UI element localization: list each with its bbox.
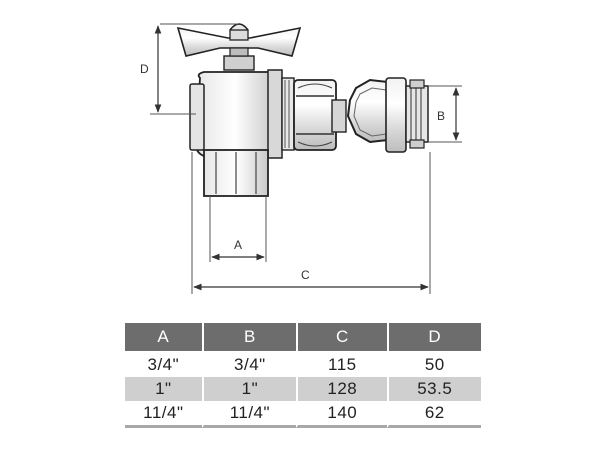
- cell-a: 1": [125, 377, 202, 401]
- butterfly-handle: [176, 23, 302, 71]
- cell-d: 53.5: [386, 377, 481, 401]
- table-row: 11/4" 11/4" 140 62: [125, 401, 481, 428]
- cell-b: 1": [201, 377, 297, 401]
- dim-label-d: D: [140, 62, 149, 76]
- dim-label-c: C: [301, 268, 310, 282]
- table-row: 3/4" 3/4" 115 50: [125, 351, 481, 377]
- dimension-b: B: [428, 85, 462, 143]
- table-header-row: A B C D: [125, 323, 481, 351]
- header-d: D: [386, 323, 481, 351]
- cell-c: 140: [296, 401, 387, 428]
- valve-body: [189, 69, 295, 159]
- table-row: 1" 1" 128 53.5: [125, 377, 481, 401]
- dimensions-table: A B C D 3/4" 3/4" 115 50 1" 1" 128 53.5 …: [125, 323, 481, 428]
- dim-label-a: A: [234, 238, 242, 252]
- coupling-nut: [293, 79, 337, 151]
- header-c: C: [296, 323, 387, 351]
- cell-c: 115: [296, 351, 386, 377]
- cell-d: 50: [386, 351, 481, 377]
- cell-a: 3/4": [147, 355, 180, 374]
- dimension-a: A: [209, 196, 267, 262]
- right-union: [385, 77, 429, 153]
- header-a: A: [125, 323, 202, 351]
- cell-c: 128: [296, 377, 387, 401]
- dimension-c: C: [191, 152, 431, 294]
- dimension-d: D: [140, 23, 238, 115]
- valve-technical-drawing: D B A C: [140, 23, 462, 294]
- cell-a: 11/4": [125, 401, 202, 428]
- cell-d: 62: [386, 401, 481, 428]
- cell-b: 11/4": [201, 401, 297, 428]
- header-b: B: [201, 323, 297, 351]
- dim-label-b: B: [437, 109, 445, 123]
- cell-b: 3/4": [201, 351, 296, 377]
- bottom-fitting: [203, 149, 269, 197]
